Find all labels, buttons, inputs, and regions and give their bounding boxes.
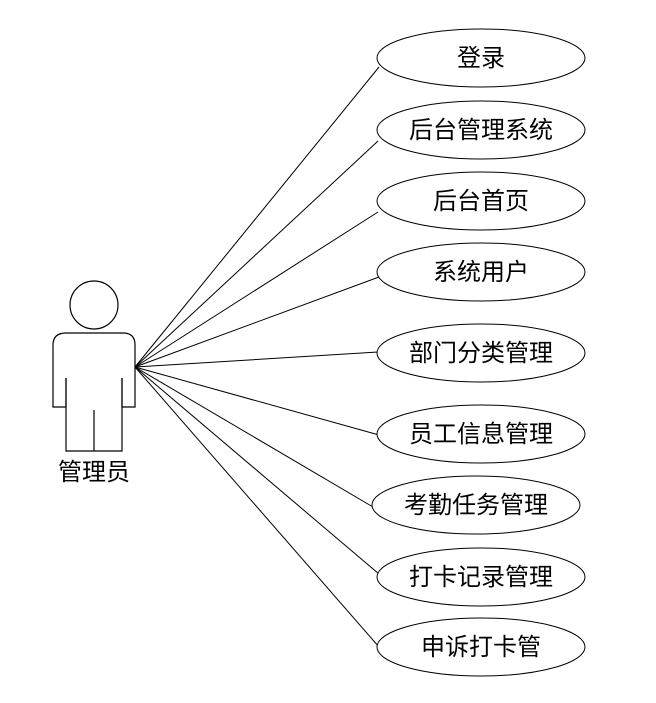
use-case-label-6: 员工信息管理 [409, 420, 553, 448]
use-case-system-users[interactable] [376, 242, 586, 302]
association-line-6 [134, 366, 380, 436]
actor-body [52, 332, 136, 452]
association-line-4 [134, 276, 380, 368]
use-cases [371, 28, 586, 677]
use-case-employee-info[interactable] [376, 404, 586, 464]
actor-label: 管理员 [58, 458, 130, 486]
use-case-label-1: 登录 [457, 44, 505, 72]
use-case-admin-system[interactable] [376, 100, 586, 160]
actor-figure [52, 280, 136, 452]
use-case-login[interactable] [376, 28, 586, 88]
use-case-label-4: 系统用户 [433, 258, 529, 286]
use-case-clock-record[interactable] [376, 547, 586, 607]
use-case-labels: 登录 后台管理系统 后台首页 系统用户 部门分类管理 员工信息管理 考勤任务管理… [404, 44, 553, 661]
association-line-5 [134, 351, 379, 368]
association-line-9 [134, 366, 380, 648]
use-case-department-category[interactable] [376, 323, 586, 383]
use-case-appeal-clock[interactable] [376, 617, 586, 677]
use-case-label-3: 后台首页 [433, 187, 529, 215]
association-line-2 [134, 140, 379, 368]
use-case-label-9: 申诉打卡管 [421, 633, 541, 661]
association-line-3 [134, 211, 379, 368]
actor-head [69, 280, 119, 330]
use-case-label-5: 部门分类管理 [409, 339, 553, 367]
use-case-admin-home[interactable] [376, 171, 586, 231]
association-line-1 [134, 66, 380, 368]
association-line-8 [134, 366, 380, 575]
use-case-label-7: 考勤任务管理 [404, 491, 548, 519]
associations [134, 66, 380, 648]
use-case-label-2: 后台管理系统 [409, 116, 553, 144]
association-line-7 [134, 366, 374, 508]
use-case-label-8: 打卡记录管理 [409, 563, 553, 591]
use-case-attendance-task[interactable] [371, 475, 581, 535]
